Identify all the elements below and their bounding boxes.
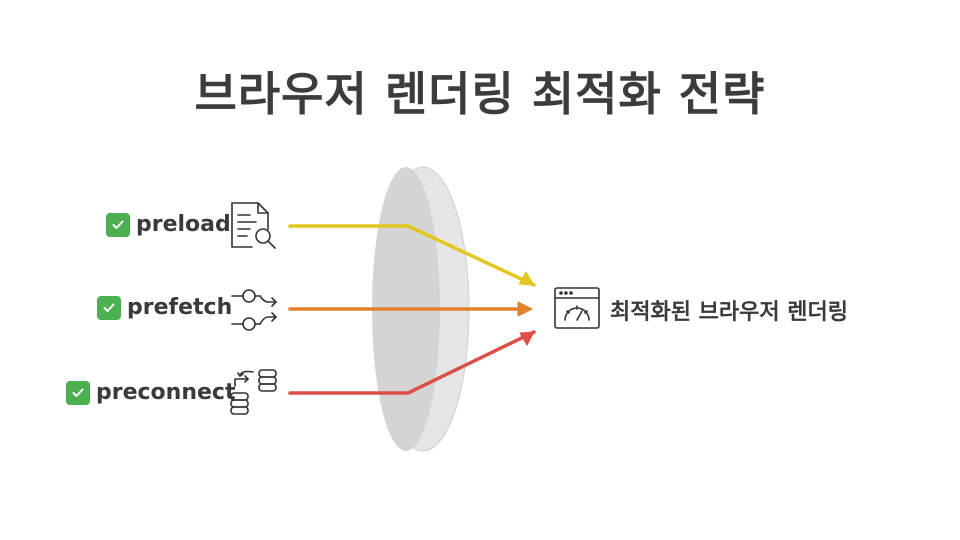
preconnect-arrow [288, 330, 536, 395]
diagram-title: 브라우저 렌더링 최적화 전략 [194, 67, 766, 121]
preload-label: preload [136, 212, 231, 237]
data-flow-icon [231, 289, 277, 331]
server-connect-icon [230, 369, 277, 415]
document-search-icon [231, 202, 276, 249]
preconnect-arrowhead [519, 331, 535, 346]
preload-arrowhead [518, 271, 535, 286]
check-icon [66, 380, 90, 405]
check-icon [106, 212, 130, 237]
check-icon [97, 295, 121, 320]
prefetch-arrowhead [517, 301, 533, 317]
prefetch-label: prefetch [127, 295, 233, 320]
result-label: 최적화된 브라우저 렌더링 [610, 300, 848, 325]
prefetch-label-group: prefetch [97, 295, 232, 320]
preload-arrow [288, 224, 536, 287]
browser-gauge-icon [554, 287, 600, 329]
preconnect-label: preconnect [96, 380, 236, 405]
preload-label-group: preload [106, 212, 231, 237]
preconnect-label-group: preconnect [66, 380, 235, 405]
